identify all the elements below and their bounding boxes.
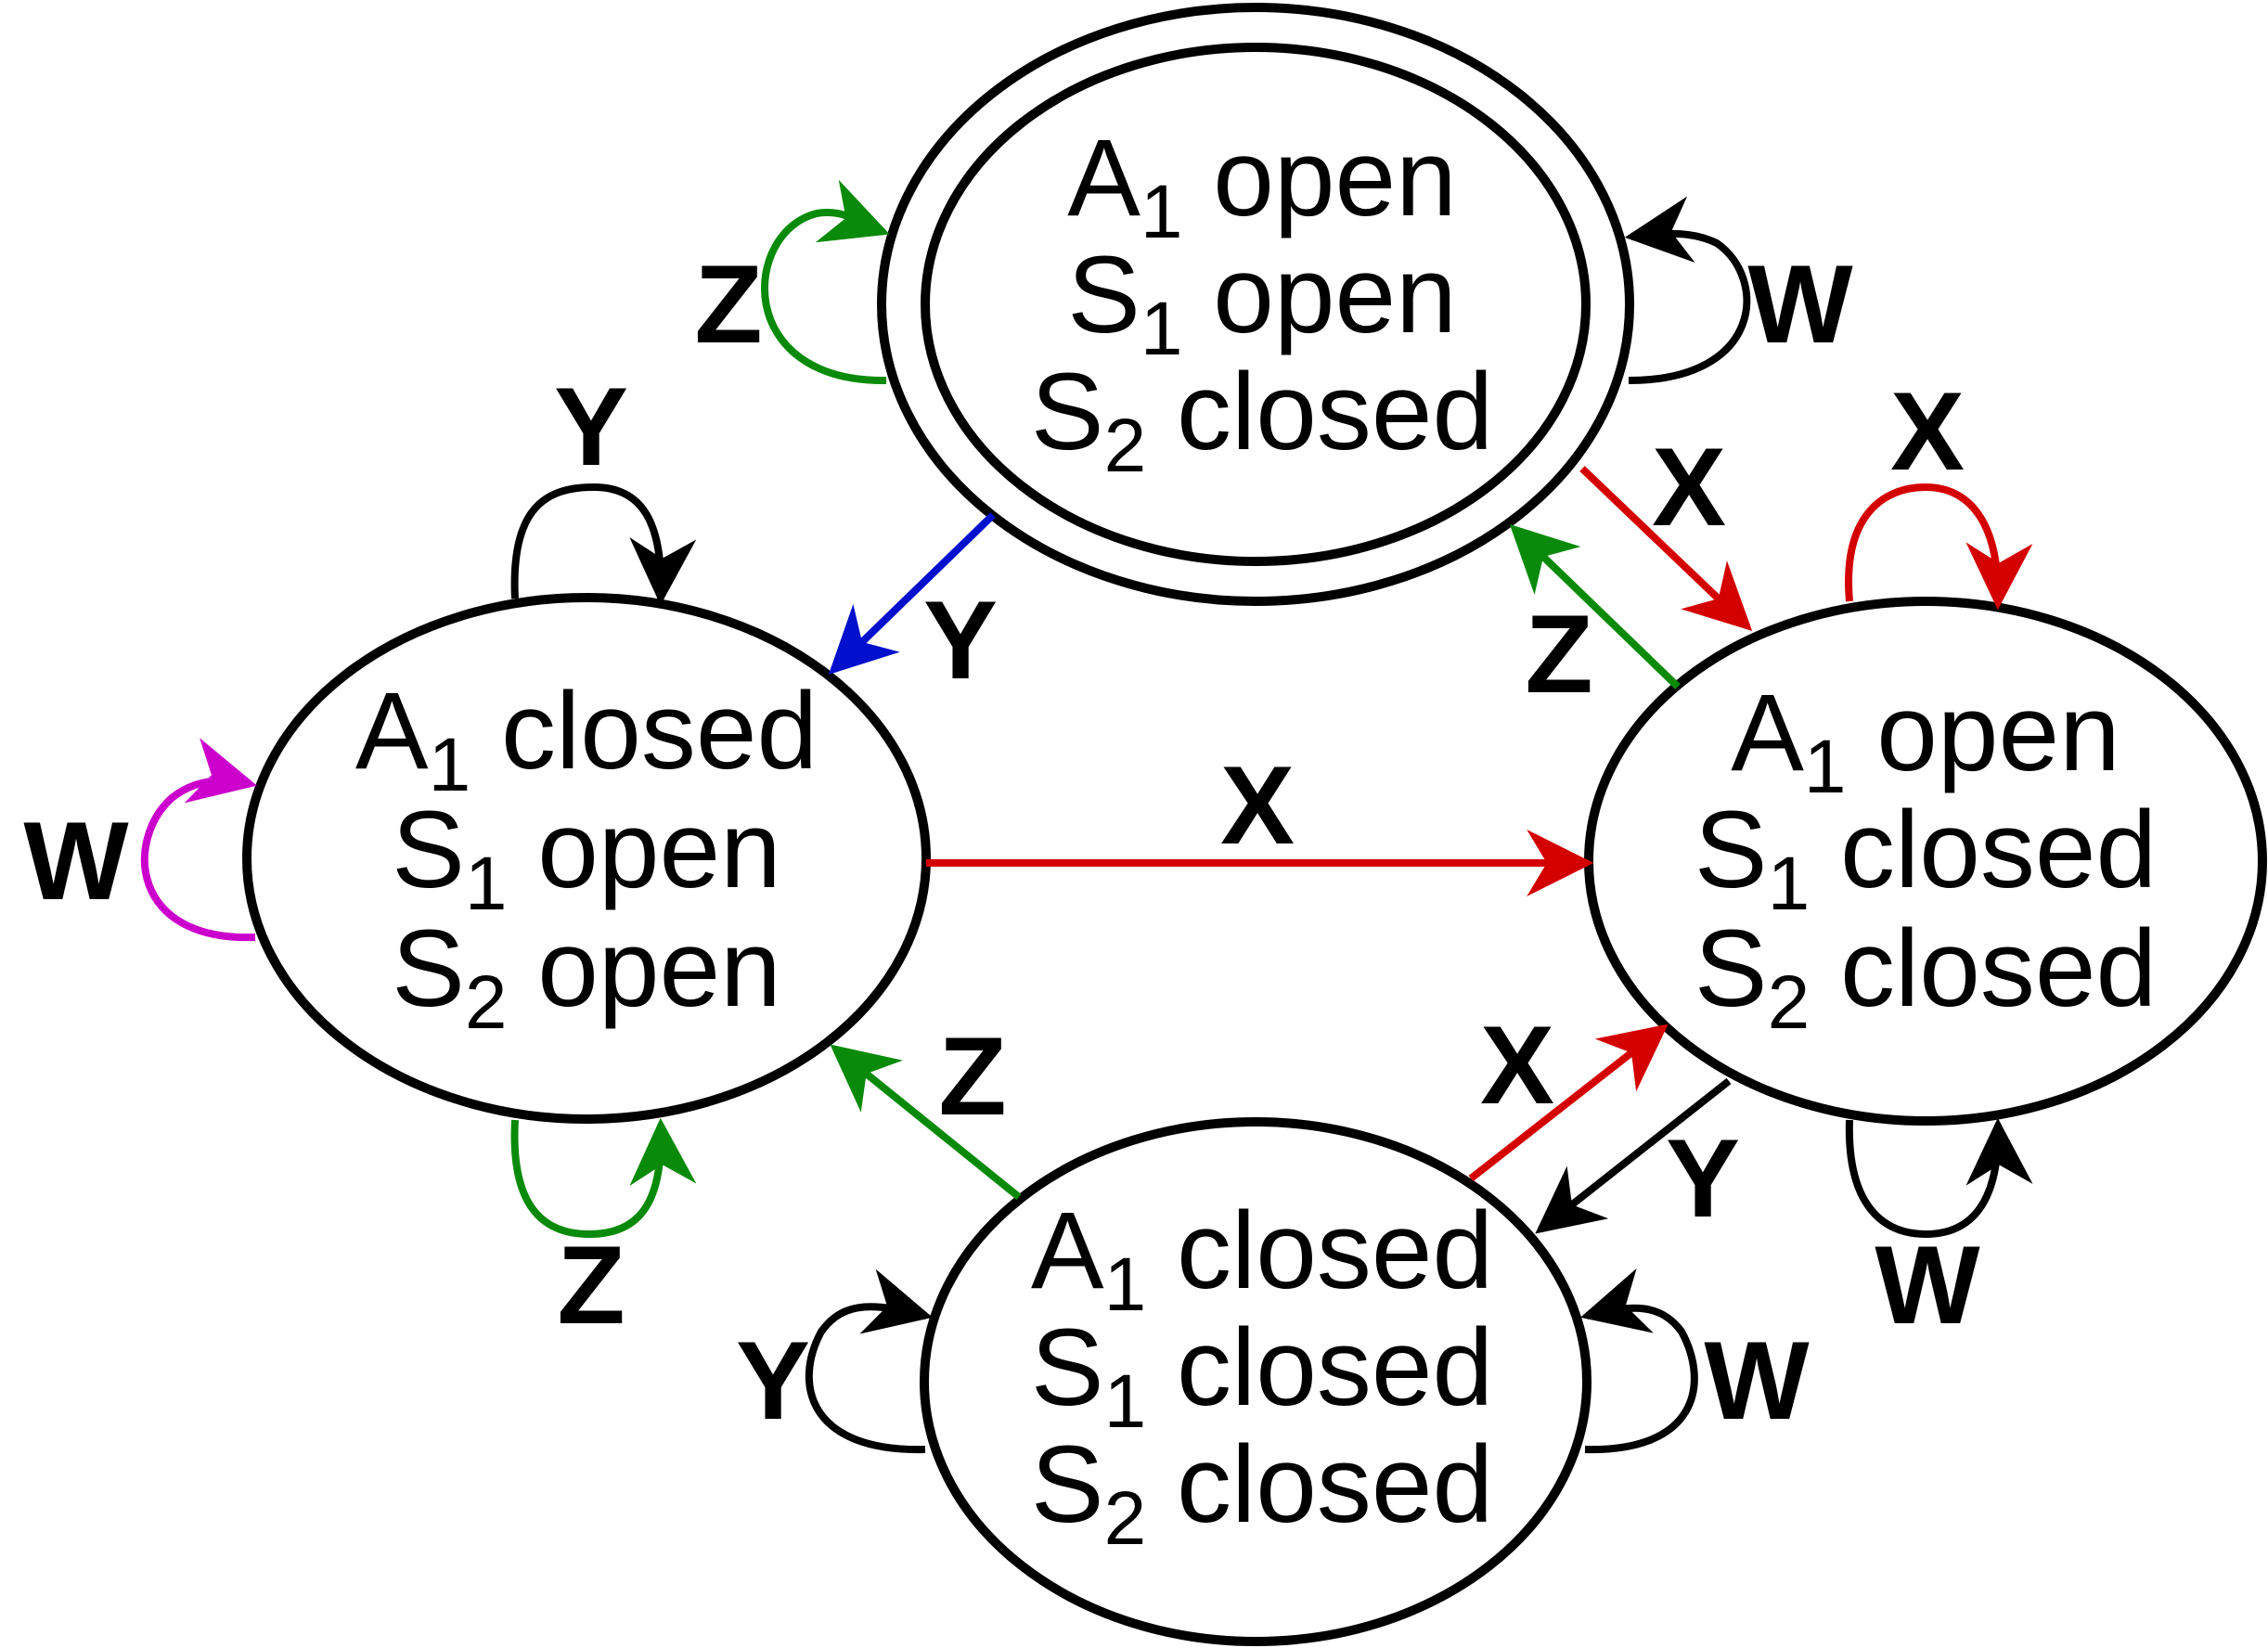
- state-bottom-ellipse: [920, 1117, 1591, 1646]
- transition-top-left-Y-arrow: [828, 512, 996, 676]
- transition-top-right-X-arrow: [1579, 466, 1753, 631]
- transition-right-self-X-arrow: [1845, 483, 2033, 611]
- transition-top-self-Z: Z: [694, 179, 890, 385]
- transition-left-self-W-label: W: [23, 799, 129, 923]
- state-right-line-2: S1 closed: [1695, 789, 2157, 926]
- transition-bottom-self-Y-arrow: [805, 1268, 933, 1454]
- transition-right-self-W-label: W: [1875, 1223, 1980, 1347]
- transition-top-right-X-label: X: [1652, 425, 1726, 549]
- transition-bottom-self-Y: Y: [736, 1268, 933, 1454]
- state-left-ellipse: [242, 593, 931, 1124]
- state-right: A1 open S1 closed S2 closed: [1584, 597, 2267, 1126]
- transition-bottom-self-W-arrow: [1580, 1268, 1698, 1454]
- transition-left-right-X-label: X: [1220, 743, 1295, 868]
- transition-bottom-self-W: W: [1580, 1268, 1810, 1454]
- state-top-outer-ring: [877, 3, 1634, 606]
- transition-bottom-right-X-label: X: [1480, 1003, 1554, 1127]
- transition-right-bottom-Y-arrow: [1535, 1077, 1732, 1234]
- transition-right-bottom-Y-label: Y: [1666, 1116, 1740, 1241]
- transition-left-right-X: X: [926, 743, 1594, 896]
- state-top-inner-ring: [921, 43, 1591, 566]
- transition-right-top-Z: Z: [1509, 523, 1681, 716]
- state-left-line-1: A1 closed: [355, 670, 818, 807]
- transition-left-self-W-arrow: [141, 738, 258, 942]
- state-top-line-3: S2 closed: [1031, 351, 1493, 488]
- transition-right-self-X-label: X: [1890, 369, 1965, 494]
- transition-top-self-Z-arrow: [760, 179, 890, 385]
- transition-top-left-Y-label: Y: [923, 578, 998, 702]
- transition-bottom-self-Y-label: Y: [736, 1319, 810, 1443]
- transition-bottom-right-X-arrow: [1468, 1024, 1669, 1182]
- transition-bottom-left-Z-label: Z: [938, 1014, 1006, 1139]
- state-left-line-2: S1 open: [392, 789, 781, 926]
- state-top-line-1: A1 open: [1067, 117, 1457, 254]
- state-bottom-line-1: A1 closed: [1031, 1190, 1493, 1327]
- transition-left-self-Z-arrow: [510, 1117, 697, 1239]
- state-right-line-1: A1 open: [1731, 672, 2120, 809]
- transition-bottom-left-Z-arrow: [830, 1044, 1022, 1201]
- transition-left-self-Y-arrow: [510, 483, 697, 606]
- state-top-line-2: S1 open: [1067, 234, 1457, 371]
- transition-top-left-Y: Y: [828, 512, 998, 702]
- transition-right-top-Z-label: Z: [1525, 592, 1592, 716]
- state-top: A1 open S1 open S2 closed: [877, 3, 1634, 606]
- state-left: A1 closed S1 open S2 open: [242, 593, 931, 1124]
- transition-top-self-W: W: [1624, 196, 1853, 384]
- transition-bottom-right-X: X: [1468, 1003, 1669, 1182]
- transition-top-right-X: X: [1579, 425, 1753, 631]
- state-bottom-line-3: S2 closed: [1031, 1423, 1493, 1561]
- transition-top-self-W-arrow: [1624, 196, 1751, 384]
- transition-left-self-Y-label: Y: [554, 365, 628, 489]
- transition-bottom-left-Z: Z: [830, 1014, 1022, 1201]
- state-bottom-line-2: S1 closed: [1031, 1307, 1493, 1444]
- transition-left-self-Z-label: Z: [557, 1223, 625, 1347]
- state-right-line-3: S2 closed: [1695, 908, 2157, 1045]
- transition-right-self-W-arrow: [1845, 1117, 2033, 1239]
- transition-right-bottom-Y: Y: [1535, 1077, 1740, 1241]
- transition-top-self-W-label: W: [1747, 242, 1853, 367]
- transition-right-self-X: X: [1845, 369, 2033, 611]
- transition-top-self-Z-label: Z: [694, 242, 762, 367]
- transition-left-self-Z: Z: [510, 1117, 697, 1347]
- state-bottom: A1 closed S1 closed S2 closed: [920, 1117, 1591, 1646]
- transition-left-self-Y: Y: [510, 365, 697, 606]
- transition-left-self-W: W: [23, 738, 258, 942]
- transition-right-self-W: W: [1845, 1117, 2033, 1347]
- transition-right-top-Z-arrow: [1509, 523, 1681, 689]
- transition-bottom-self-W-label: W: [1704, 1319, 1810, 1443]
- state-left-line-3: S2 open: [392, 908, 781, 1045]
